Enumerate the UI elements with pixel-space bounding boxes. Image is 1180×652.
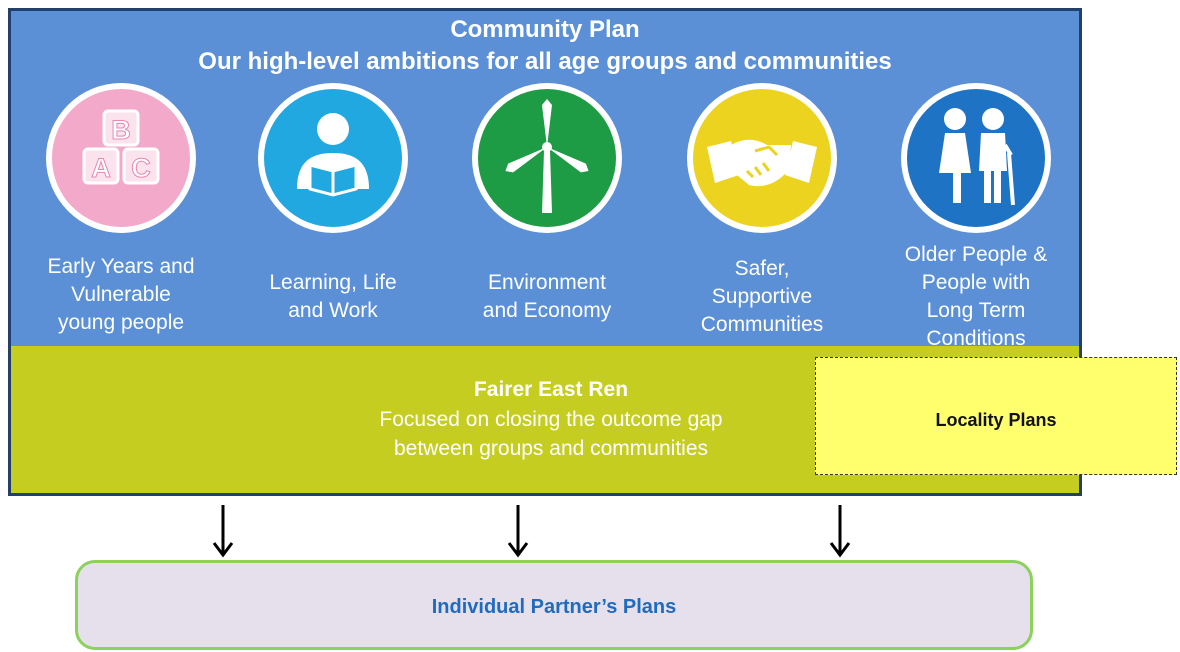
down-arrow-icon bbox=[829, 505, 851, 558]
theme-label-line: and Economy bbox=[482, 299, 612, 322]
theme-label-line: and Work bbox=[288, 299, 378, 322]
community-plan-panel: Community Plan Our high-level ambitions … bbox=[11, 11, 1079, 350]
theme-label-line: Learning, Life bbox=[269, 271, 397, 294]
locality-plans-box: Locality Plans bbox=[815, 357, 1177, 475]
theme-label-line: Safer, bbox=[734, 257, 790, 280]
fairer-east-ren-description: Focused on closing the outcome gap bbox=[379, 408, 723, 431]
fairer-east-ren-title: Fairer East Ren bbox=[473, 378, 629, 401]
abc-blocks-icon: B A C bbox=[52, 89, 190, 227]
theme-label-line: People with bbox=[921, 271, 1031, 294]
community-plan-title: Community Plan bbox=[450, 16, 640, 43]
individual-partner-plans-box: Individual Partner’s Plans bbox=[75, 560, 1033, 650]
theme-label-line: Early Years and bbox=[47, 255, 195, 278]
theme-label-line: Environment bbox=[488, 271, 606, 294]
down-arrow-icon bbox=[507, 505, 529, 558]
svg-text:C: C bbox=[131, 153, 151, 183]
person-reading-icon bbox=[264, 89, 402, 227]
theme-label-line: Older People & bbox=[904, 243, 1048, 266]
down-arrow-icon bbox=[212, 505, 234, 558]
theme-label-line: Conditions bbox=[926, 327, 1026, 350]
theme-label-line: Long Term bbox=[926, 299, 1026, 322]
svg-text:A: A bbox=[91, 153, 111, 183]
community-plan-subtitle: Our high-level ambitions for all age gro… bbox=[198, 48, 892, 75]
theme-label-line: young people bbox=[57, 311, 185, 334]
wind-turbine-icon bbox=[478, 89, 616, 227]
locality-plans-label: Locality Plans bbox=[935, 410, 1057, 430]
theme-label-line: Supportive bbox=[711, 285, 813, 308]
theme-label-line: Communities bbox=[700, 313, 824, 336]
community-plan-frame: Community Plan Our high-level ambitions … bbox=[8, 8, 1082, 496]
individual-partner-plans-label: Individual Partner’s Plans bbox=[431, 596, 677, 618]
theme-label-line: Vulnerable bbox=[71, 283, 171, 306]
handshake-icon bbox=[693, 89, 831, 227]
svg-text:B: B bbox=[111, 115, 131, 145]
elderly-couple-icon bbox=[907, 89, 1045, 227]
fairer-east-ren-description: between groups and communities bbox=[393, 437, 708, 460]
